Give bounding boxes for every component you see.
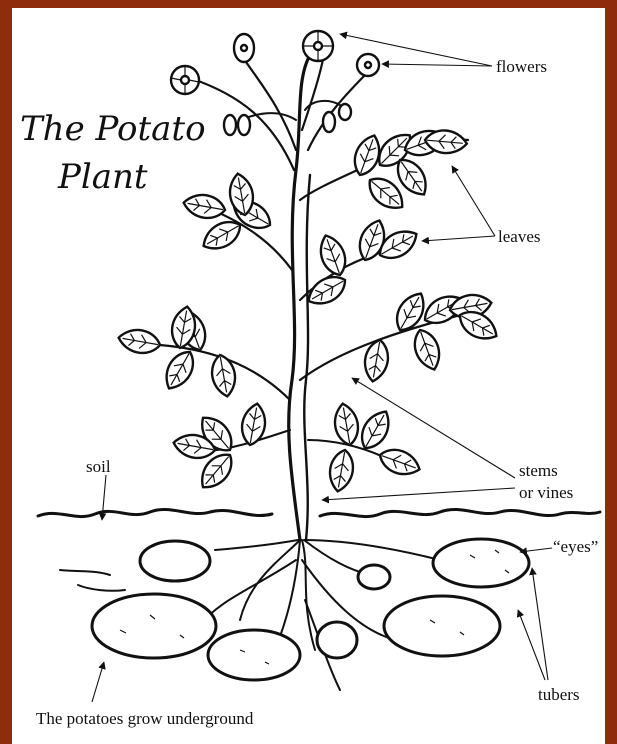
label-tubers: tubers [538,685,580,704]
label-stems-line2: or vines [519,483,573,502]
label-soil: soil [86,457,111,476]
soil-line [38,509,600,516]
label-flowers: flowers [496,57,547,76]
diagram-caption: The potatoes grow underground [36,709,254,728]
label-stems-line1: stems [519,461,558,480]
diagram-title-line2: Plant [57,157,148,197]
tubers-group [92,539,529,680]
diagram-title-line1: The Potato [20,109,206,149]
label-leaves: leaves [498,227,540,246]
label-eyes: “eyes” [553,537,598,556]
